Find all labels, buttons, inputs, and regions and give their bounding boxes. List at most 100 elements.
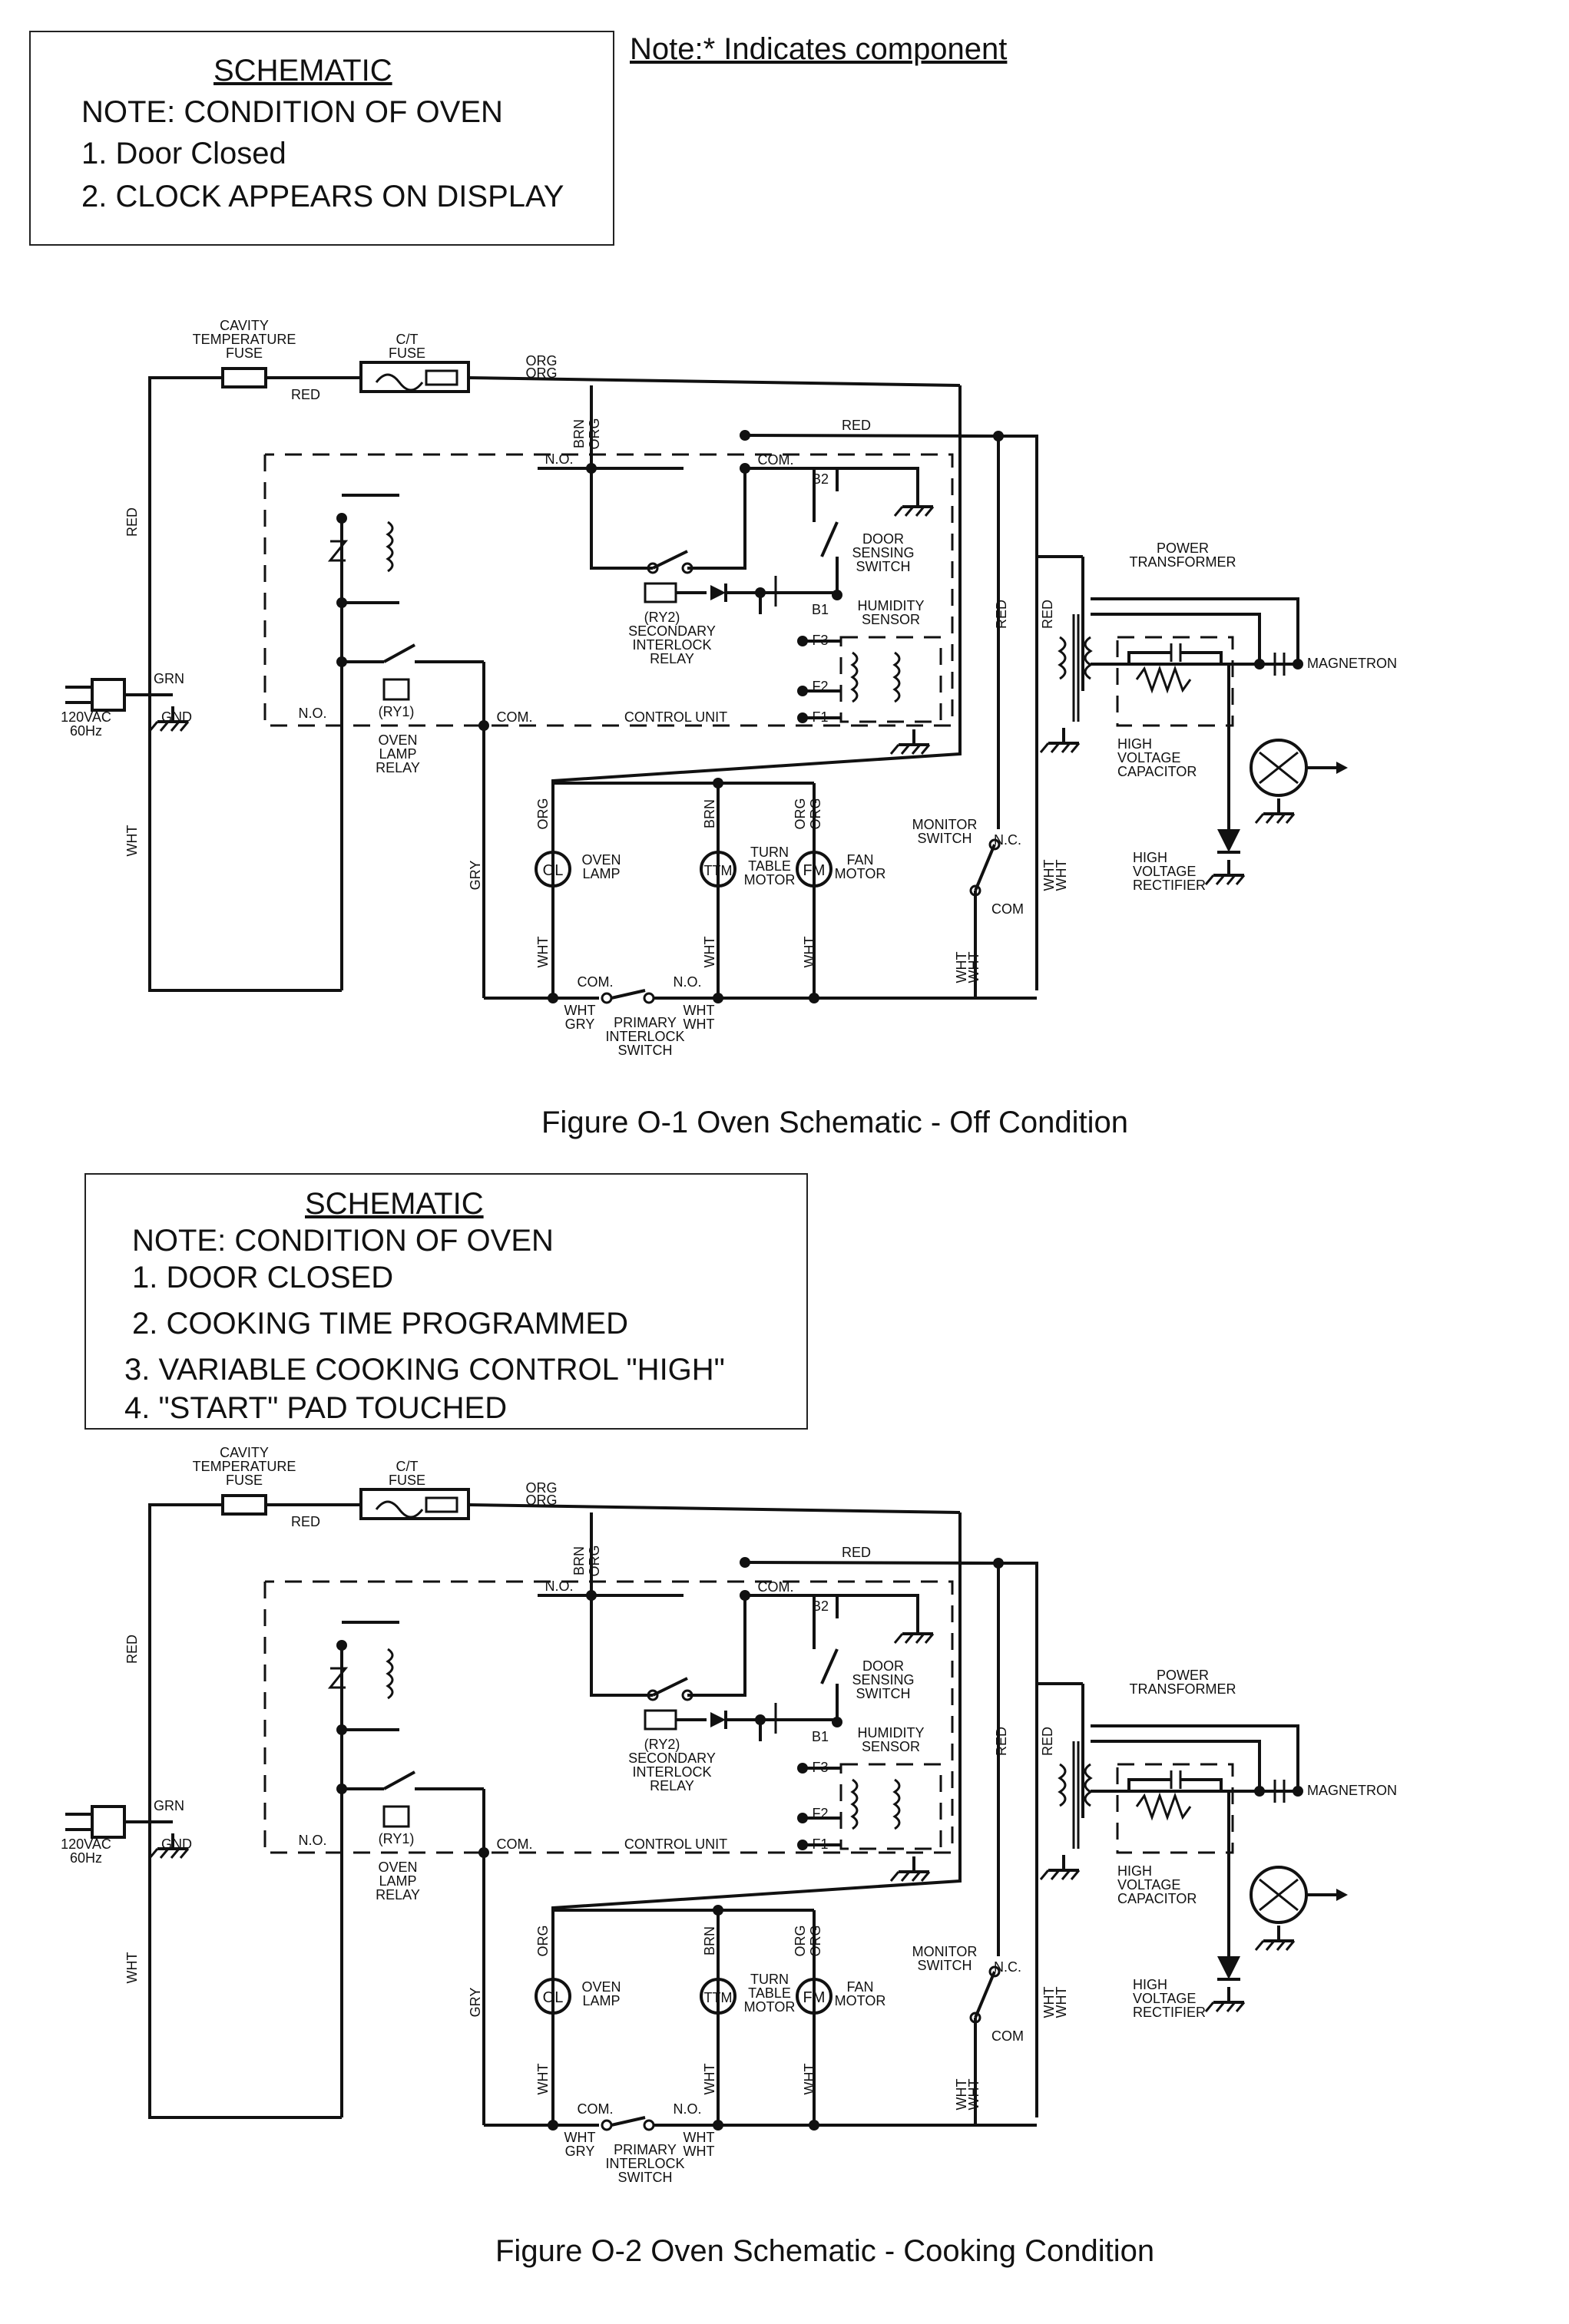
door-sensing-switch-contact <box>820 1648 839 1684</box>
hv-capacitor-border <box>1116 1763 1234 1854</box>
oven-lamp-label-line-1: OVEN <box>581 1979 621 1995</box>
junction-dot <box>740 430 750 441</box>
ry2-name-label-line-3: RELAY <box>650 651 694 666</box>
control-unit-label: CONTROL UNIT <box>624 1836 727 1852</box>
wire-label-wht: WHT <box>564 2130 596 2145</box>
wire-red <box>744 434 999 438</box>
wire <box>1091 597 1299 660</box>
wire <box>687 467 791 570</box>
junction-dot <box>740 463 750 474</box>
ground-symbol-rectifier <box>1215 2002 1226 2012</box>
magnetron-arrow <box>1336 762 1348 774</box>
wire-label-org: ORG <box>535 798 551 829</box>
monitor-switch-label-line-1: MONITOR <box>912 1944 978 1959</box>
ground-symbol-f1 <box>900 744 911 755</box>
ry2-name-label-line-2: INTERLOCK <box>632 1764 711 1780</box>
junction-dot <box>1254 1786 1265 1797</box>
door-sensing-switch-label-line-3: SWITCH <box>856 559 911 574</box>
wire-label-org: ORG <box>525 1480 557 1496</box>
power-plug <box>91 678 126 712</box>
wire-label-org: ORG <box>535 1925 551 1956</box>
monitor-switch-contact <box>974 1971 996 2018</box>
magnetron-label: MAGNETRON <box>1307 1783 1397 1798</box>
no-label: N.O. <box>545 451 573 467</box>
hv-capacitor-label-line-1: HIGH <box>1117 1863 1152 1879</box>
ground-symbol-f1 <box>911 744 922 755</box>
oven-lamp-code: OL <box>543 862 564 879</box>
wire-label-wht: WHT <box>535 2064 551 2095</box>
plug-ground <box>179 1848 190 1859</box>
wire-label-wht: WHT <box>954 952 969 983</box>
control-unit-border <box>263 453 954 727</box>
ground-symbol-rectifier <box>1215 874 1226 885</box>
figure-caption-1: Figure O-1 Oven Schematic - Off Conditio… <box>541 1106 1129 1139</box>
wire-label-org: ORG <box>525 353 557 369</box>
wire-label-org: ORG <box>793 798 808 829</box>
note-line-2-4: 3. VARIABLE COOKING CONTROL "HIGH" <box>124 1353 725 1387</box>
ry1-contact <box>383 1770 415 1790</box>
wire-label-brn: BRN <box>702 1926 717 1955</box>
junction-dot <box>993 1558 1004 1569</box>
ct-fuse-label-line-2: FUSE <box>389 1473 425 1488</box>
wire-red <box>960 1562 1038 2117</box>
turntable-motor-label-line-3: MOTOR <box>744 872 796 888</box>
humidity-coil-2 <box>892 651 901 703</box>
cavity-temperature-fuse <box>221 1494 267 1516</box>
monitor-switch-label-line-2: SWITCH <box>918 831 972 846</box>
wire-label-red: RED <box>1040 600 1055 629</box>
ground-symbol-magnetron <box>1254 813 1265 824</box>
ry2-coil <box>644 582 677 603</box>
power-input-label-line-2: 60Hz <box>70 723 102 739</box>
primary-interlock-label-line-2: INTERLOCK <box>605 2156 684 2171</box>
junction-dot <box>713 1905 723 1916</box>
wire-label-gry: GRY <box>565 1017 595 1032</box>
primary-interlock-contact <box>611 2116 646 2127</box>
ry1-name-label-line-2: LAMP <box>379 746 416 762</box>
junction-dot <box>478 720 489 731</box>
wire-label-wht: WHT <box>966 952 981 983</box>
ground-symbol-rectifier <box>1204 2002 1215 2012</box>
junction-dot <box>336 656 347 667</box>
b2-label: B2 <box>812 1598 829 1614</box>
transformer-coil-small <box>386 1648 394 1700</box>
wire-label-wht: WHT <box>684 1003 715 1018</box>
plug-ground <box>159 1848 170 1859</box>
turntable-motor-symbol <box>700 1978 737 2015</box>
wire-label-red: RED <box>291 387 320 402</box>
cavity-fuse-label-line-1: CAVITY <box>220 1445 269 1460</box>
primary-interlock-label-line-3: SWITCH <box>618 1043 673 1058</box>
ry1-name-label-line-1: OVEN <box>378 1860 417 1875</box>
turntable-motor-symbol <box>700 851 737 888</box>
ground-symbol-magnetron <box>1265 813 1276 824</box>
hv-capacitor-label-line-2: VOLTAGE <box>1117 750 1180 765</box>
wire-label-org: ORG <box>525 1493 557 1508</box>
power-input-label-line-1: 120VAC <box>61 1836 111 1852</box>
primary-interlock-label-line-1: PRIMARY <box>614 1015 677 1030</box>
junction-dot <box>740 1590 750 1601</box>
oven-lamp-label-line-1: OVEN <box>581 852 621 868</box>
plug-ground <box>159 721 170 732</box>
schematic-note-box-1: SCHEMATIC NOTE: CONDITION OF OVEN 1. Doo… <box>29 31 614 246</box>
primary-interlock-label-line-2: INTERLOCK <box>605 1029 684 1044</box>
b1-label: B1 <box>812 602 829 617</box>
ry1-name-label-line-1: OVEN <box>378 732 417 748</box>
fan-motor-symbol <box>796 851 832 888</box>
wire-org <box>468 1503 961 1514</box>
junction-dot <box>1293 659 1303 669</box>
cavity-fuse-label-line-3: FUSE <box>226 1473 263 1488</box>
ct-fuse <box>359 361 470 393</box>
wire <box>1180 1778 1223 1791</box>
hv-rectifier-label-line-3: RECTIFIER <box>1133 2005 1206 2020</box>
com-label: COM <box>991 2028 1024 2044</box>
ground-symbol-magnetron <box>1276 1940 1286 1951</box>
humidity-coil-1 <box>850 651 859 703</box>
wire <box>1091 613 1261 660</box>
fan-motor-label-line-2: MOTOR <box>835 866 886 881</box>
note-line-2-5: 4. "START" PAD TOUCHED <box>124 1391 508 1425</box>
power-input-label-line-1: 120VAC <box>61 709 111 725</box>
turntable-motor-label-line-3: MOTOR <box>744 1999 796 2015</box>
no-label: N.O. <box>298 1833 326 1848</box>
f3-label: F3 <box>812 633 828 648</box>
humidity-sensor-label-line-2: SENSOR <box>862 612 920 627</box>
wire <box>590 1595 653 1697</box>
